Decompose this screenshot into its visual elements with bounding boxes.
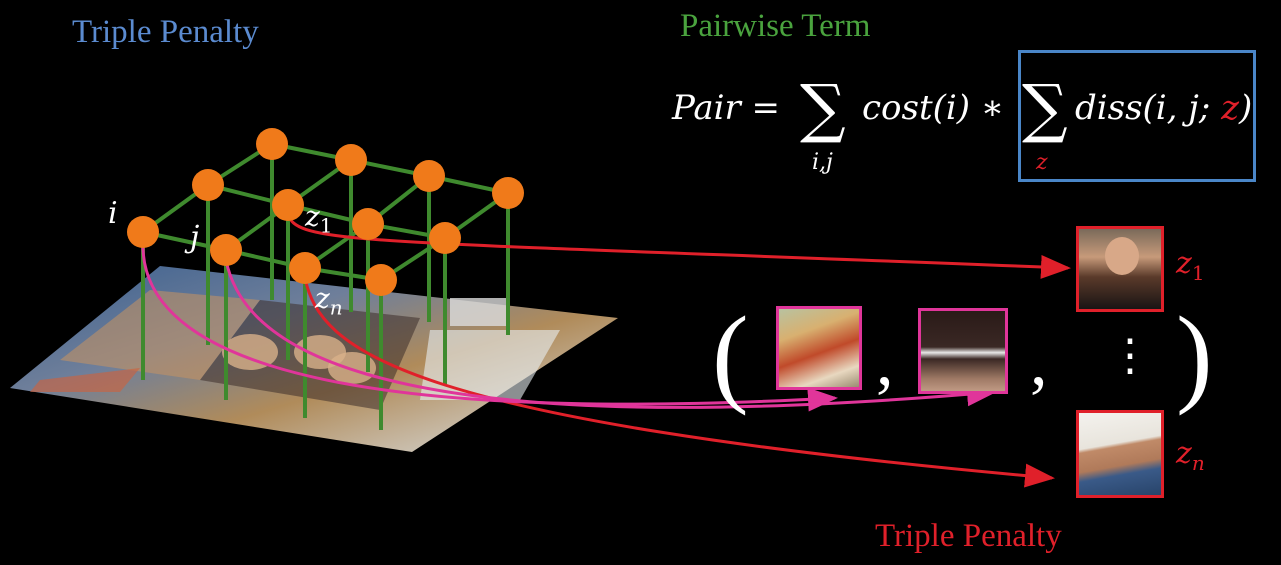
diss-z: z xyxy=(1221,88,1240,128)
face-shape xyxy=(1105,237,1139,275)
patch-label-z1: z1 xyxy=(1176,246,1205,285)
node-label-z1: z1 xyxy=(305,200,333,238)
patch-zn-image xyxy=(1076,410,1164,498)
diss-suffix: ) xyxy=(1239,88,1253,128)
pair-formula: Pair = xyxy=(672,88,780,128)
tuple-separator-1: , xyxy=(876,323,894,400)
pairwise-term-title: Pairwise Term xyxy=(680,8,871,44)
tuple-open-paren: ( xyxy=(712,294,749,416)
patch-food-image xyxy=(776,306,862,390)
formula-diss: diss(i, j; z) xyxy=(1075,88,1252,128)
diss-prefix: diss(i, j; xyxy=(1075,88,1222,128)
patch-shirt-image xyxy=(918,308,1008,394)
formula-lhs: Pair = xyxy=(672,88,781,128)
node-label-j: j xyxy=(190,220,200,255)
image-plane xyxy=(10,266,618,452)
triple-penalty-title-bottom: Triple Penalty xyxy=(875,518,1062,554)
patch-zn-sub: n xyxy=(1191,451,1205,475)
node-label-i: i xyxy=(108,196,118,231)
patch-label-zn: zn xyxy=(1176,436,1205,475)
node-z1-base: z xyxy=(305,200,320,233)
patch-z1-sub: 1 xyxy=(1191,261,1205,285)
sum-symbol-z: ∑ xyxy=(1022,72,1068,146)
node-label-zn: zn xyxy=(315,282,343,320)
patch-z1-image xyxy=(1076,226,1164,312)
tuple-ellipsis: ⋮ xyxy=(1108,330,1152,381)
patch-zn-base: z xyxy=(1176,436,1192,471)
node-zn-sub: n xyxy=(329,295,343,320)
node-z1-sub: 1 xyxy=(319,213,333,238)
graph-nodes xyxy=(127,128,524,296)
connection-arrows xyxy=(141,214,1071,488)
tuple-separator-2: , xyxy=(1030,323,1048,400)
highlight-box xyxy=(1018,50,1256,182)
tuple-close-paren: ) xyxy=(1176,294,1213,416)
formula-cost: cost(i) ∗ xyxy=(862,88,1004,128)
sum-subscript-z: z xyxy=(1036,150,1048,175)
patch-z1-base: z xyxy=(1176,246,1192,281)
sum-subscript-ij: i,j xyxy=(812,150,833,175)
node-zn-base: z xyxy=(315,282,330,315)
triple-penalty-title-left: Triple Penalty xyxy=(72,14,259,50)
sum-symbol-ij: ∑ xyxy=(800,72,846,146)
